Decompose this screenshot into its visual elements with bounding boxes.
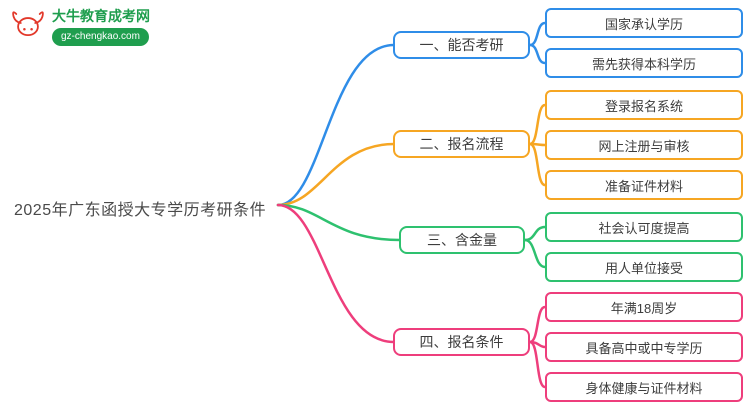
leaf-node: 登录报名系统 xyxy=(545,90,743,120)
branch-node-3: 三、含金量 xyxy=(399,226,525,254)
connector-branch1-leaf1 xyxy=(528,21,547,47)
connector-branch3-leaf1 xyxy=(523,225,547,242)
branch-node-1: 一、能否考研 xyxy=(393,31,530,59)
connector-root-branch4 xyxy=(276,203,396,344)
leaf-node: 年满18周岁 xyxy=(545,292,743,322)
connector-root-branch1 xyxy=(276,43,396,207)
connector-branch2-leaf1 xyxy=(528,103,547,146)
leaf-node: 国家承认学历 xyxy=(545,8,743,38)
leaf-node: 需先获得本科学历 xyxy=(545,48,743,78)
site-url-badge[interactable]: gz-chengkao.com xyxy=(52,28,149,46)
site-name: 大牛教育成考网 xyxy=(52,8,150,24)
branch-node-4: 四、报名条件 xyxy=(393,328,530,356)
bull-logo-icon xyxy=(10,7,46,44)
connector-root-branch2 xyxy=(276,142,396,207)
root-node: 2025年广东函授大专学历考研条件 xyxy=(14,202,267,219)
connector-branch3-leaf2 xyxy=(523,238,547,269)
connector-branch4-leaf3 xyxy=(528,340,547,389)
leaf-node: 社会认可度提高 xyxy=(545,212,743,242)
leaf-node: 用人单位接受 xyxy=(545,252,743,282)
connector-root-branch3 xyxy=(276,203,402,242)
leaf-node: 准备证件材料 xyxy=(545,170,743,200)
site-logo[interactable]: 大牛教育成考网 gz-chengkao.com xyxy=(10,7,150,46)
connector-branch1-leaf2 xyxy=(528,43,547,65)
branch-node-2: 二、报名流程 xyxy=(393,130,530,158)
leaf-node: 具备高中或中专学历 xyxy=(545,332,743,362)
leaf-node: 身体健康与证件材料 xyxy=(545,372,743,402)
connector-branch2-leaf3 xyxy=(528,142,547,187)
leaf-node: 网上注册与审核 xyxy=(545,130,743,160)
connector-branch4-leaf1 xyxy=(528,305,547,344)
